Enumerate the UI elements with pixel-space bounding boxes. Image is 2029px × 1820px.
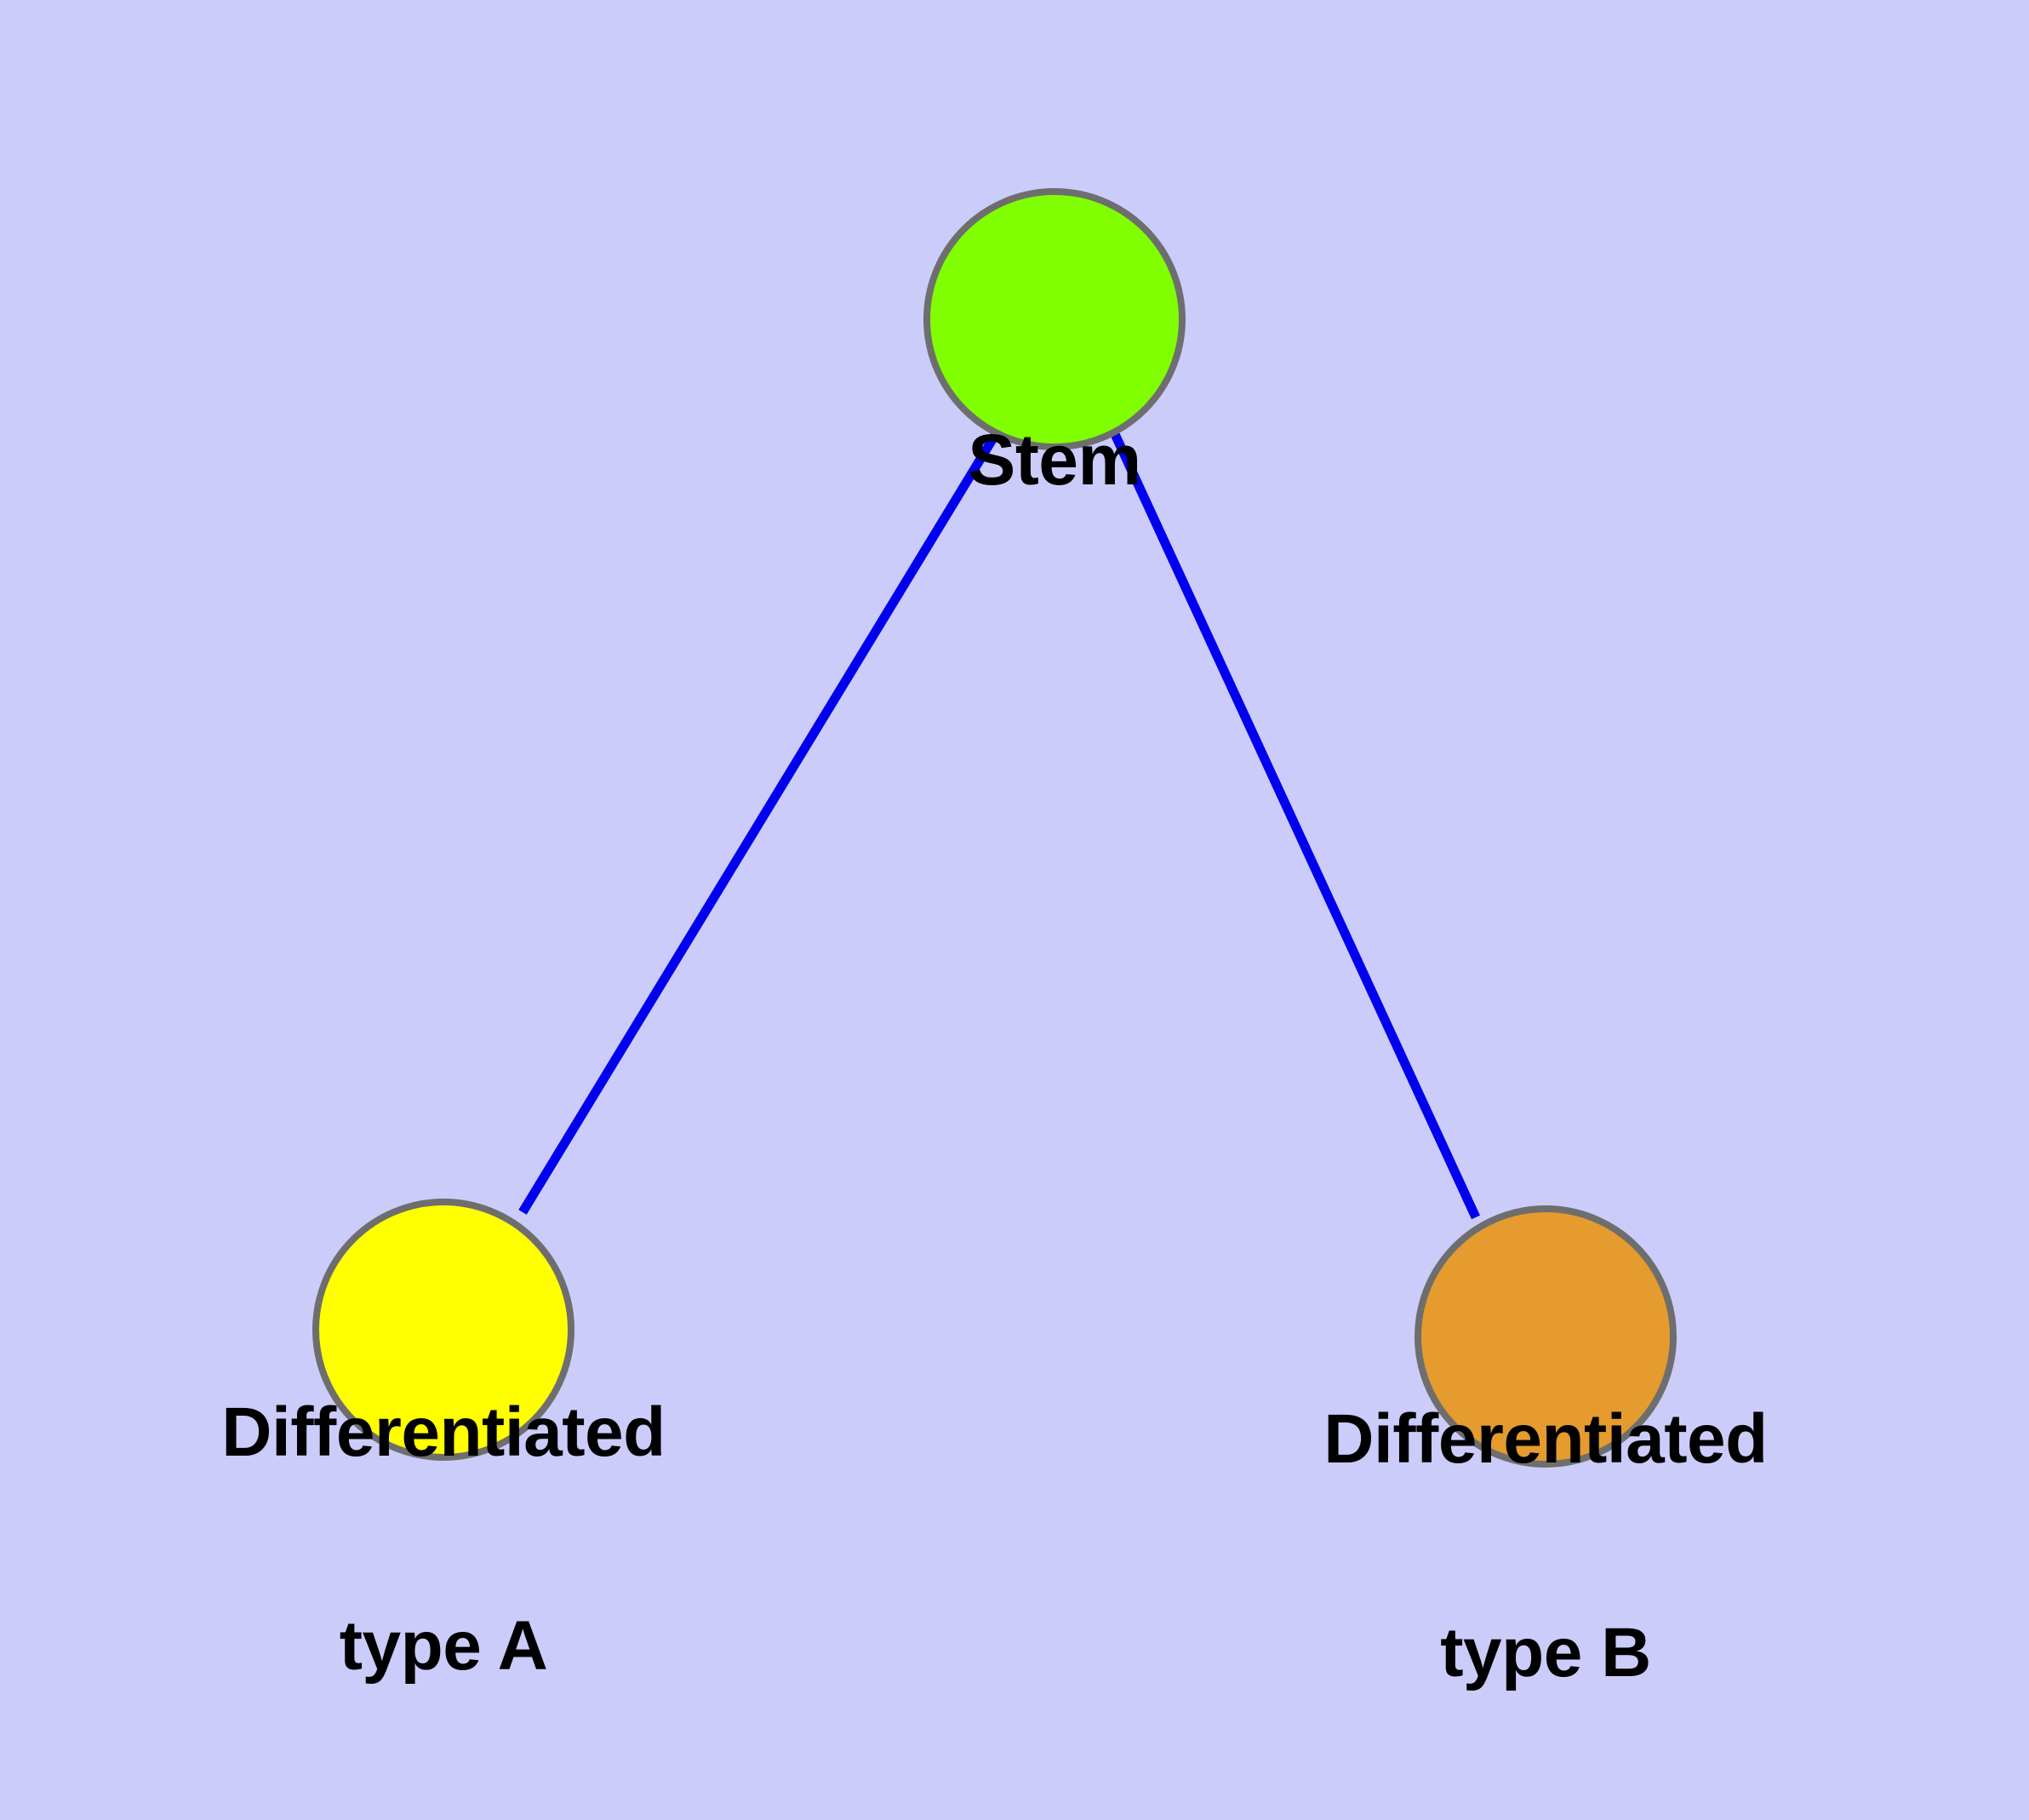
node-differentiated-type-a[interactable] — [312, 1199, 574, 1461]
edge-stem-to-differentiated-a[interactable] — [518, 430, 1001, 1215]
node-stem[interactable] — [923, 188, 1186, 450]
edge-layer — [518, 430, 1480, 1220]
edge-stem-to-differentiated-b[interactable] — [1111, 432, 1480, 1220]
node-differentiated-type-b[interactable] — [1415, 1205, 1677, 1468]
node-layer — [312, 188, 1677, 1468]
